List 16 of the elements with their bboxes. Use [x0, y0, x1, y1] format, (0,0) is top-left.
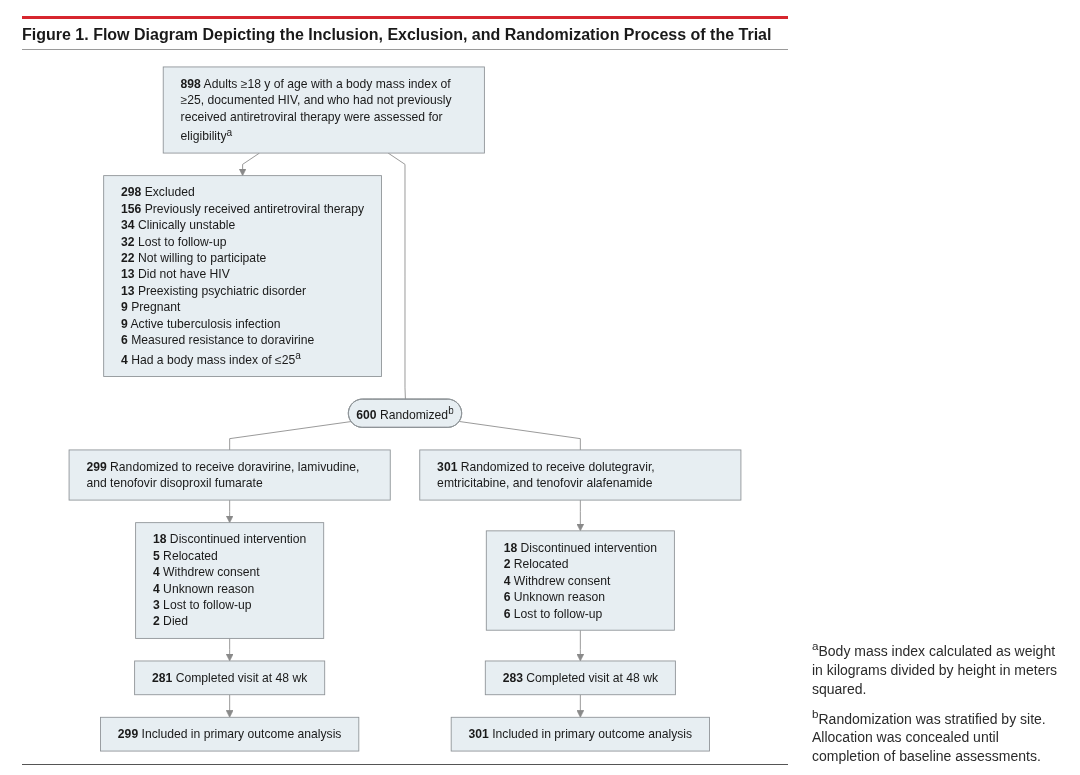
node-box: 298 Excluded 156 Previously received antiretroviral therapy 34 Clinically unstable 32 Lost to follow-up 22 Not willing to participate 13 Did not have HIV 13 Preexisting psychiatric disorder 9 Pregnant 9 Active tuberculosis infection 6 Measured resistance to doravirine 4 Had a body mass index of ≤25$^{a}$ — [103, 175, 382, 377]
node-box: 299 Included in primary outcome analysis — [100, 716, 360, 752]
node-box: 301 Included in primary outcome analysis — [450, 716, 710, 752]
node-box: 18 Discontinued intervention 5 Relocated 4 Withdrew consent 4 Unknown reason 3 Lost to follow-up 2 Died — [135, 522, 325, 639]
node-box: 18 Discontinued intervention 2 Relocated 4 Withdrew consent 6 Unknown reason 6 Lost to follow-up — [485, 530, 675, 631]
footnote: $^{a}$Body mass index calculated as weight in kilograms divided by height in meters squared. — [812, 638, 1059, 699]
footnote: $^{b}$Randomization was stratified by site. Allocation was concealed until completion of baseline assessments. — [812, 705, 1047, 767]
node-box: 299 Randomized to receive doravirine, lamivudine, and tenofovir disoproxil fumarate — [68, 449, 391, 501]
node-box: 283 Completed visit at 48 wk — [484, 660, 676, 696]
connector — [229, 421, 352, 451]
figure-title: Figure 1. Flow Diagram Depicting the Inclusion, Exclusion, and Randomization Process of the Trial — [22, 25, 773, 45]
connector — [459, 421, 581, 451]
connector — [387, 152, 406, 400]
node-box: 281 Completed visit at 48 wk — [134, 660, 326, 696]
node-box: 301 Randomized to receive dolutegravir, emtricitabine, and tenofovir alafenamide — [419, 449, 742, 501]
node-box: 898 Adults ≥18 y of age with a body mass index of ≥25, documented HIV, and who had not previously received antiretroviral therapy were assessed for eligibility$^{a}$ — [162, 66, 485, 154]
